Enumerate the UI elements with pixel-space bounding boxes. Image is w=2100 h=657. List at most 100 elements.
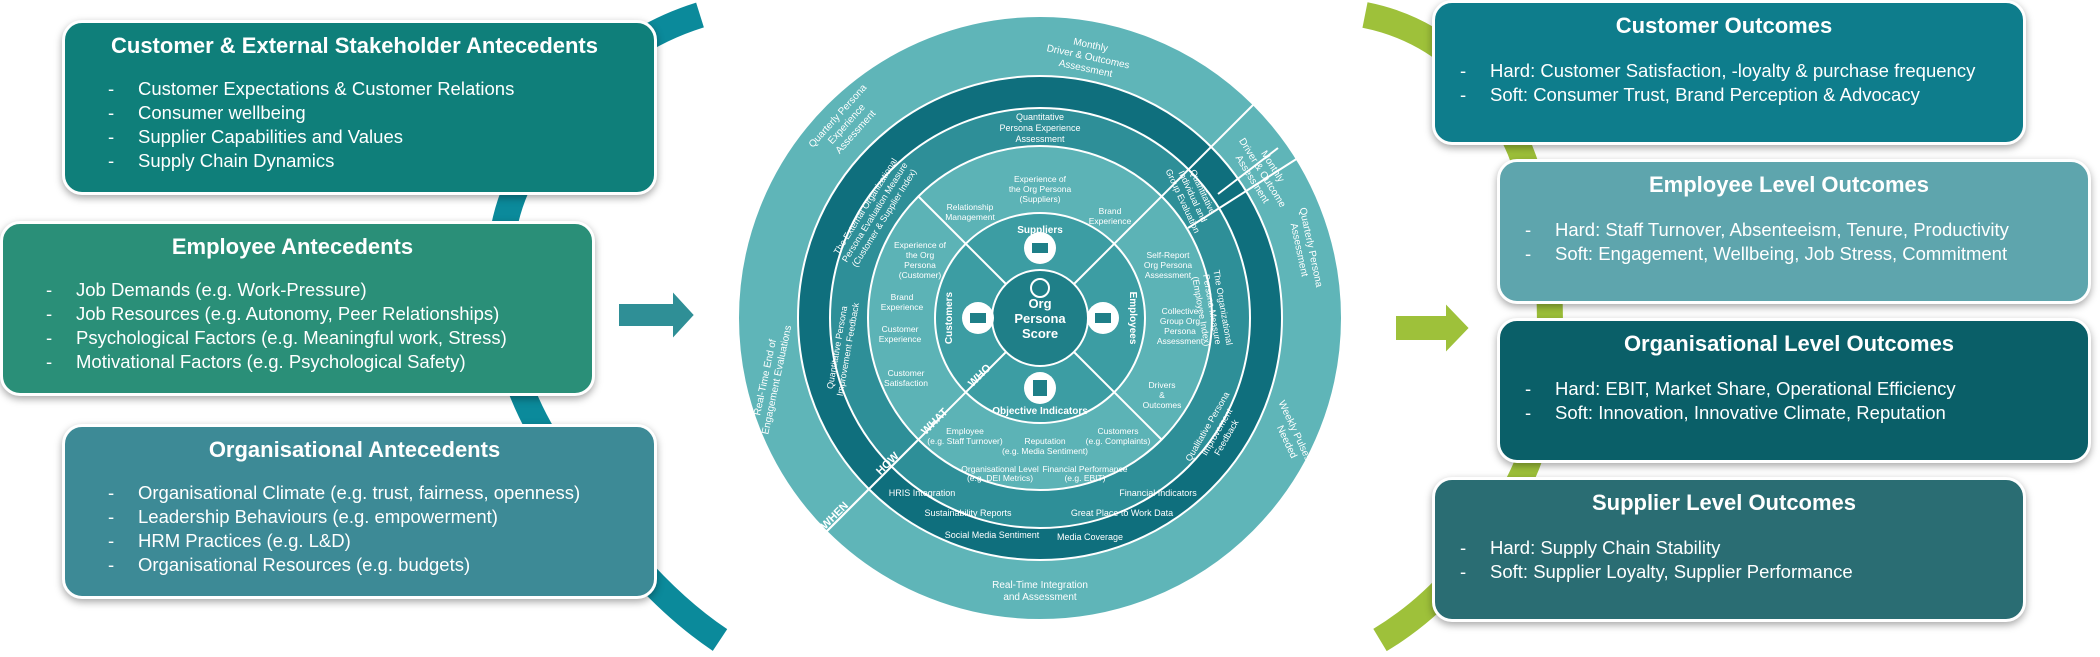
wheel-label: Customer [882,324,919,334]
item-list: Hard: Staff Turnover, Absenteeism, Tenur… [1510,218,2068,266]
list-item: Job Resources (e.g. Autonomy, Peer Relat… [76,302,572,326]
wheel-label: Employee [946,426,984,436]
wheel-label: Persona Experience [999,123,1080,133]
organisational-level-outcomes-box: Organisational Level Outcomes Hard: EBIT… [1497,318,2091,463]
box-title: Organisational Level Outcomes [1623,331,1955,356]
list-item: Organisational Climate (e.g. trust, fair… [138,481,634,505]
wheel-label: Experience of [1014,174,1067,184]
wheel-label: (e.g. Staff Turnover) [927,436,1003,446]
list-item: Hard: Supply Chain Stability [1460,536,2003,560]
wheel-label: (Customer) [899,270,942,280]
item-list: Hard: Customer Satisfaction, -loyalty & … [1445,59,2003,107]
list-item: Supplier Capabilities and Values [138,125,634,149]
box-title: Employee Antecedents [171,234,414,259]
wheel-label: HRIS Integration [889,488,956,498]
box-title: Customer & External Stakeholder Antecede… [111,33,598,58]
wheel-label: Reputation [1024,436,1065,446]
wheel-label: Experience [1089,216,1132,226]
wheel-label: (Suppliers) [1019,194,1060,204]
wheel-label: Management [945,212,995,222]
item-list: Hard: Supply Chain Stability Soft: Suppl… [1445,536,2003,584]
wheel-label: Social Media Sentiment [945,530,1040,540]
wheel-label: Media Coverage [1057,532,1123,542]
item-list: Hard: EBIT, Market Share, Operational Ef… [1510,377,2068,425]
customer-outcomes-box: Customer Outcomes Hard: Customer Satisfa… [1432,0,2026,145]
item-list: Customer Expectations & Customer Relatio… [75,77,634,173]
employee-antecedents-box: Employee Antecedents Job Demands (e.g. W… [0,221,595,396]
wheel-label: Customer [888,368,925,378]
wheel-label: Brand [891,292,914,302]
wheel-label: (e.g. Complaints) [1086,436,1151,446]
wheel-label: Satisfaction [884,378,928,388]
wheel-label: Financial Performance [1042,464,1127,474]
wheel-label: Experience [881,302,924,312]
center-line-1: Org [1028,296,1051,311]
wheel-label: Brand [1099,206,1122,216]
box-title: Customer Outcomes [1615,13,1833,38]
list-item: Soft: Innovation, Innovative Climate, Re… [1525,401,2068,425]
quadrant-objective: Objective Indicators [992,406,1088,417]
wheel-label: Group Org [1160,316,1200,326]
gauge-icon [1030,278,1050,298]
list-item: Soft: Supplier Loyalty, Supplier Perform… [1460,560,2003,584]
list-item: Hard: Customer Satisfaction, -loyalty & … [1460,59,2003,83]
wheel-label: Organisational Level [961,464,1039,474]
wheel-label: and Assessment [1003,592,1077,603]
wheel-label: Great Place to Work Data [1071,508,1173,518]
quadrant-suppliers: Suppliers [1017,225,1063,236]
list-item: Psychological Factors (e.g. Meaningful w… [76,326,572,350]
wheel-label: Collective [1162,306,1199,316]
right-arrow [1394,299,1472,357]
wheel-label: Self-Report [1147,250,1191,260]
wheel-label: Org Persona [1144,260,1192,270]
quadrant-customers: Customers [944,291,955,344]
wheel-label: Assessment [1157,336,1204,346]
left-arrow [617,287,697,343]
list-item: Soft: Engagement, Wellbeing, Job Stress,… [1525,242,2068,266]
list-item: Consumer wellbeing [138,101,634,125]
wheel-label: Assessment [1145,270,1192,280]
list-item: HRM Practices (e.g. L&D) [138,529,634,553]
wheel-label: Relationship [947,202,994,212]
list-item: Soft: Consumer Trust, Brand Perception &… [1460,83,2003,107]
wheel-label: Customers [1097,426,1138,436]
wheel-label: & [1159,390,1165,400]
box-title: Supplier Level Outcomes [1591,490,1857,515]
list-item: Hard: EBIT, Market Share, Operational Ef… [1525,377,2068,401]
box-title: Organisational Antecedents [208,437,501,462]
wheel-label: the Org Persona [1009,184,1072,194]
wheel-label: Persona [904,260,936,270]
center-line-3: Score [1022,326,1058,341]
wheel-label: Real-Time Integration [992,580,1088,591]
list-item: Hard: Staff Turnover, Absenteeism, Tenur… [1525,218,2068,242]
wheel-label: Experience [879,334,922,344]
wheel-label: Experience of [894,240,947,250]
wheel-label: Persona [1164,326,1196,336]
list-item: Leadership Behaviours (e.g. empowerment) [138,505,634,529]
wheel-label: the Org [906,250,935,260]
wheel-label: Assessment [1015,134,1065,144]
wheel-label: Sustainability Reports [924,508,1012,518]
organisational-antecedents-box: Organisational Antecedents Organisationa… [62,424,657,599]
list-item: Supply Chain Dynamics [138,149,634,173]
wheel-label: Drivers [1149,380,1176,390]
item-list: Job Demands (e.g. Work-Pressure) Job Res… [13,278,572,374]
wheel-label: (e.g. DEI Metrics) [967,473,1033,483]
list-item: Customer Expectations & Customer Relatio… [138,77,634,101]
wheel-label: (e.g. EBIT) [1064,473,1105,483]
wheel-label: Financial Indicators [1119,488,1197,498]
list-item: Organisational Resources (e.g. budgets) [138,553,634,577]
list-item: Job Demands (e.g. Work-Pressure) [76,278,572,302]
box-title: Employee Level Outcomes [1649,172,1929,197]
list-item: Motivational Factors (e.g. Psychological… [76,350,572,374]
wheel-label: Quantitative [1016,112,1064,122]
supplier-level-outcomes-box: Supplier Level Outcomes Hard: Supply Cha… [1432,477,2026,622]
employee-level-outcomes-box: Employee Level Outcomes Hard: Staff Turn… [1497,159,2091,304]
center-line-2: Persona [1014,311,1066,326]
quadrant-employees: Employees [1127,292,1138,345]
wheel-label: (e.g. Media Sentiment) [1002,446,1088,456]
wheel-label: Outcomes [1143,400,1182,410]
customer-stakeholder-antecedents-box: Customer & External Stakeholder Antecede… [62,20,657,195]
item-list: Organisational Climate (e.g. trust, fair… [75,481,634,577]
